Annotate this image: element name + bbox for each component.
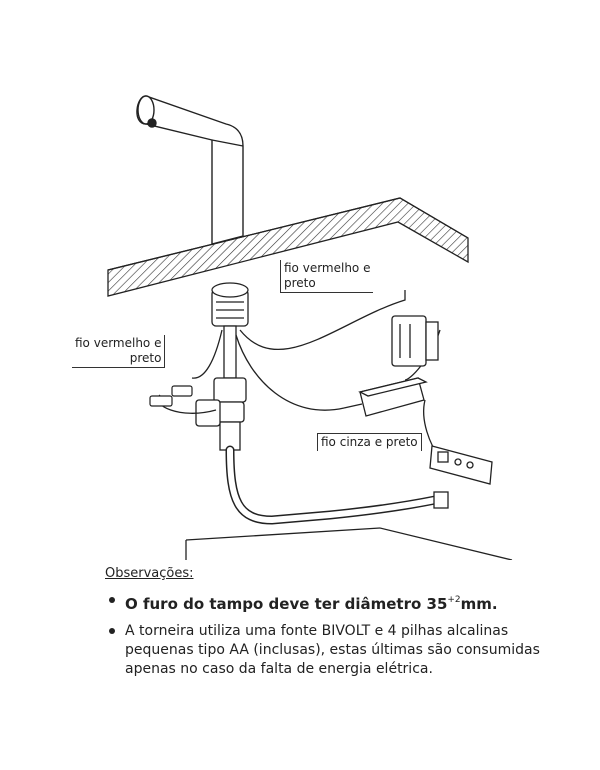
battery-box: [391, 315, 439, 367]
cabinet-outline: [185, 527, 513, 560]
bullet-icon: [109, 628, 115, 634]
solenoid-valve: [195, 282, 249, 451]
installation-diagram: [107, 95, 513, 560]
callout-gray-black-wire: fio cinza e preto: [317, 433, 422, 451]
power-adapter: [343, 377, 428, 417]
callout-left-line1: fio vermelho e: [75, 336, 162, 350]
note-item2-text: A torneira utiliza uma fonte BIVOLT e 4 …: [125, 623, 540, 677]
hose-fitting: [433, 491, 449, 509]
callout-left-line2: preto: [129, 351, 162, 365]
callout-red-black-wire-top: fio vermelho e preto: [280, 260, 374, 293]
sensor-icon: [147, 118, 157, 128]
note-item-power: A torneira utiliza uma fonte BIVOLT e 4 …: [103, 622, 563, 679]
note-item1-suffix: mm.: [460, 595, 498, 613]
note-item-hole-diameter: O furo do tampo deve ter diâmetro 35+2mm…: [103, 591, 563, 614]
note-item1-sup: +2: [447, 595, 461, 605]
water-hose: [225, 445, 440, 525]
wall-socket: [429, 445, 493, 485]
callout-top-line1: fio vermelho e: [284, 261, 371, 275]
countertop: [107, 197, 469, 297]
bullet-icon: [109, 597, 115, 603]
left-connector: [149, 385, 193, 407]
notes-section: Observações: O furo do tampo deve ter di…: [103, 566, 563, 687]
callout-red-black-wire-left: fio vermelho e preto: [72, 335, 166, 368]
faucet: [136, 95, 244, 245]
note-item1-text: O furo do tampo deve ter diâmetro 35: [125, 595, 448, 613]
callout-bottom-text: fio cinza e preto: [321, 435, 418, 449]
notes-title: Observações:: [105, 566, 194, 581]
callout-top-line2: preto: [284, 276, 316, 290]
